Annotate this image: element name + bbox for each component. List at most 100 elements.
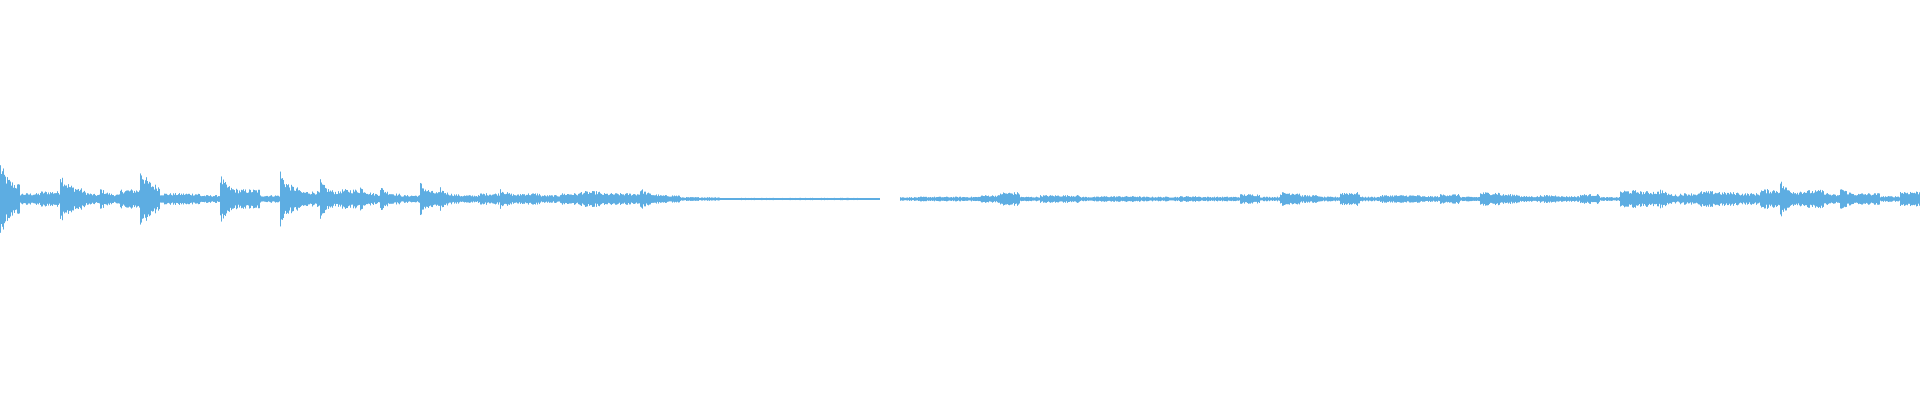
waveform-sample	[50, 192, 51, 206]
waveform-sample	[73, 187, 74, 211]
waveform-sample	[2, 171, 3, 227]
waveform-sample	[825, 198, 826, 200]
waveform-sample	[548, 196, 549, 202]
waveform-sample	[355, 189, 356, 209]
waveform-sample	[663, 195, 664, 203]
waveform-sample	[1578, 196, 1579, 202]
waveform-sample	[1551, 195, 1552, 203]
waveform-sample	[632, 194, 633, 204]
waveform-sample	[1853, 194, 1854, 204]
waveform-sample	[186, 193, 187, 205]
waveform-sample	[1891, 196, 1892, 202]
waveform-sample	[608, 195, 609, 203]
waveform-sample	[1257, 194, 1258, 204]
waveform-sample	[1859, 194, 1860, 204]
waveform-sample	[623, 194, 624, 204]
waveform-sample	[156, 188, 157, 210]
waveform-sample	[1672, 195, 1673, 203]
waveform-sample	[599, 191, 600, 207]
waveform-sample	[1591, 196, 1592, 202]
waveform-sample	[971, 196, 972, 202]
waveform-sample	[1567, 196, 1568, 202]
waveform-sample	[1412, 195, 1413, 203]
waveform-sample	[1391, 196, 1392, 202]
waveform-sample	[1804, 192, 1805, 206]
waveform-sample	[654, 195, 655, 203]
waveform-sample	[122, 192, 123, 206]
waveform-sample	[1726, 194, 1727, 204]
waveform-sample	[1132, 196, 1133, 202]
waveform-sample	[1394, 195, 1395, 203]
waveform-sample	[1721, 194, 1722, 204]
waveform-sample	[1709, 193, 1710, 205]
waveform-sample	[1266, 196, 1267, 202]
waveform-sample	[1089, 197, 1090, 201]
waveform-sample	[313, 192, 314, 206]
waveform-sample	[1142, 197, 1143, 201]
waveform-sample	[661, 195, 662, 203]
waveform-sample	[429, 191, 430, 207]
waveform-sample	[1792, 193, 1793, 205]
waveform-sample	[455, 195, 456, 203]
waveform-sample	[1805, 192, 1806, 206]
waveform-sample	[1878, 193, 1879, 205]
waveform-sample	[469, 195, 470, 203]
waveform-sample	[1020, 197, 1021, 201]
waveform-sample	[1082, 197, 1083, 201]
waveform-sample	[1881, 196, 1882, 202]
waveform-sample	[633, 194, 634, 204]
waveform-sample	[1343, 194, 1344, 204]
waveform-sample	[653, 195, 654, 203]
waveform-sample	[1263, 196, 1264, 202]
waveform-sample	[810, 197, 811, 201]
waveform-sample	[28, 194, 29, 204]
waveform-sample	[1746, 195, 1747, 203]
waveform-sample	[982, 195, 983, 203]
waveform-sample	[1781, 181, 1782, 217]
waveform-sample	[1653, 191, 1654, 207]
waveform-sample	[1874, 193, 1875, 205]
waveform-sample	[1870, 194, 1871, 204]
waveform-sample	[474, 195, 475, 203]
waveform-sample	[1624, 190, 1625, 208]
waveform-sample	[235, 192, 236, 206]
waveform-sample	[1553, 196, 1554, 202]
waveform-sample	[934, 196, 935, 202]
waveform-sample	[487, 195, 488, 203]
waveform-sample	[1121, 197, 1122, 201]
waveform-sample	[1439, 196, 1440, 202]
waveform-sample	[1675, 194, 1676, 204]
waveform-sample	[1458, 194, 1459, 204]
waveform-sample	[1766, 193, 1767, 205]
waveform-sample	[1595, 195, 1596, 203]
waveform-sample	[5, 176, 6, 222]
waveform-sample	[507, 192, 508, 206]
waveform-sample	[1765, 189, 1766, 209]
waveform-sample	[746, 198, 747, 200]
waveform-sample	[1441, 194, 1442, 204]
waveform-sample	[1036, 196, 1037, 202]
waveform-sample	[1049, 195, 1050, 203]
waveform-sample	[423, 188, 424, 210]
waveform-sample	[1662, 190, 1663, 208]
waveform-sample	[203, 196, 204, 202]
waveform-sample	[233, 189, 234, 209]
waveform-sample	[1536, 196, 1537, 202]
waveform-sample	[448, 194, 449, 204]
waveform-sample	[390, 194, 391, 204]
waveform-sample	[489, 194, 490, 204]
waveform-sample	[1882, 196, 1883, 202]
waveform-sample	[1211, 197, 1212, 201]
waveform-sample	[1380, 196, 1381, 202]
waveform-sample	[53, 193, 54, 205]
waveform-sample	[224, 182, 225, 216]
waveform-sample	[1210, 196, 1211, 202]
waveform-sample	[639, 194, 640, 204]
waveform-sample	[1239, 197, 1240, 201]
waveform-sample	[1564, 196, 1565, 202]
waveform-sample	[1328, 196, 1329, 202]
waveform-sample	[1279, 197, 1280, 201]
waveform-sample	[1664, 193, 1665, 205]
waveform-sample	[272, 196, 273, 202]
waveform-sample	[1521, 196, 1522, 202]
